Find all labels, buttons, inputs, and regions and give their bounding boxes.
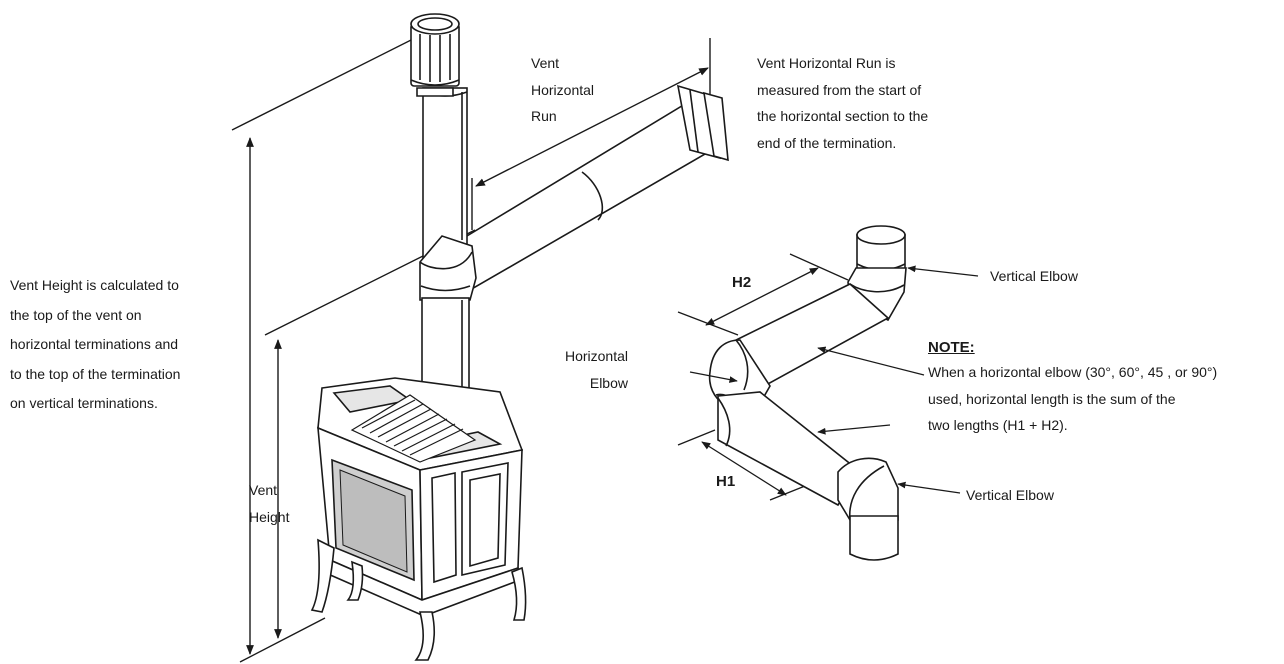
height-note-line: horizontal terminations and xyxy=(10,336,179,352)
vent-height-note: Vent Height is calculated to the top of … xyxy=(10,271,180,419)
horizontal-elbow-line: Elbow xyxy=(589,374,628,391)
height-note-line: Vent Height is calculated to xyxy=(10,277,179,293)
note-body: When a horizontal elbow (30°, 60°, 45 , … xyxy=(928,359,1217,439)
callout-leader-lines xyxy=(689,265,979,494)
height-note-line: the top of the vent on xyxy=(10,306,142,323)
horizontal-run-arrow xyxy=(475,67,709,187)
vent-elbow-main xyxy=(419,235,477,301)
stove xyxy=(310,377,527,661)
vertical-stub-top xyxy=(856,225,906,272)
lower-horizontal-section xyxy=(717,391,860,507)
run-note-line: measured from the start of xyxy=(757,81,922,98)
vent-horizontal-run-line: Horizontal xyxy=(531,81,595,98)
vertical-elbow-bottom-label: Vertical Elbow xyxy=(966,487,1054,503)
note-line: two lengths (H1 + H2). xyxy=(928,417,1068,433)
note-line: used, horizontal length is the sum of th… xyxy=(928,390,1176,407)
vent-height-label: Vent Height xyxy=(249,477,289,530)
run-note-line: the horizontal section to the xyxy=(757,108,929,124)
stove-leg-right xyxy=(511,566,527,621)
vent-horizontal-run-label: Vent Horizontal Run xyxy=(531,50,594,130)
note-line: When a horizontal elbow (30°, 60°, 45 , … xyxy=(928,364,1218,380)
h1-arrow xyxy=(701,441,787,496)
stove-leg-front-center xyxy=(414,611,436,661)
horizontal-elbow-label: Horizontal Elbow xyxy=(552,343,628,396)
vent-height-line: Vent xyxy=(249,482,278,498)
stove-leg-back xyxy=(346,560,364,601)
note-title: NOTE: xyxy=(928,339,975,356)
height-note-line: on vertical terminations. xyxy=(10,395,158,411)
stove-leg-front-left xyxy=(310,538,335,613)
horizontal-elbow-line: Horizontal xyxy=(564,348,628,364)
vent-horizontal-run-note: Vent Horizontal Run is measured from the… xyxy=(757,50,928,156)
vertical-elbow-top-label: Vertical Elbow xyxy=(990,268,1078,284)
wall-termination-cap xyxy=(676,84,729,162)
h2-arrow xyxy=(705,267,819,326)
vertical-elbow-bottom xyxy=(837,457,899,521)
vertical-termination-cap xyxy=(410,13,460,97)
vent-horizontal-run-line: Run xyxy=(531,108,557,124)
vent-horizontal-run-line: Vent xyxy=(531,55,560,71)
run-note-line: Vent Horizontal Run is xyxy=(757,55,896,71)
run-note-line: end of the termination. xyxy=(757,134,897,151)
vent-height-line: Height xyxy=(249,508,290,525)
vertical-elbow-top xyxy=(847,267,907,322)
h1-label: H1 xyxy=(716,473,736,490)
height-note-line: to the top of the termination xyxy=(10,365,181,382)
vertical-stub-bottom xyxy=(849,515,899,561)
h2-label: H2 xyxy=(732,274,752,291)
stove-top-grill xyxy=(350,394,477,463)
